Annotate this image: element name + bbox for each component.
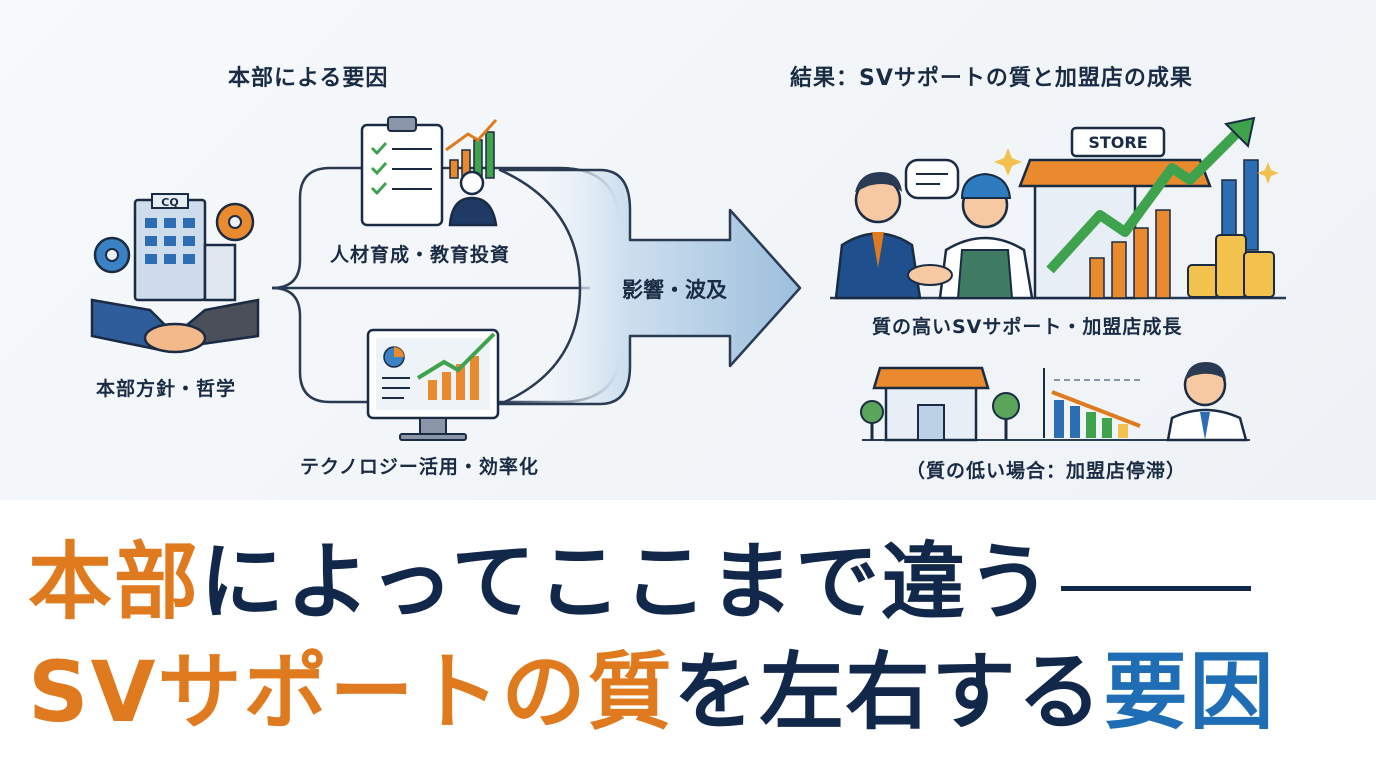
- training-label: 人材育成・教育投資: [330, 244, 511, 266]
- influence-arrow: [498, 168, 802, 406]
- headline-line-1-rest: によってここまで違う: [200, 533, 1054, 631]
- building-sign-text: CQ: [161, 196, 178, 209]
- growth-chart-icon: [1046, 116, 1259, 299]
- headline-line-1: 本部によってここまで違う: [28, 540, 1252, 624]
- high-quality-result-label: 質の高いSVサポート・加盟店成長: [872, 316, 1183, 338]
- handshake-hands-icon: [907, 264, 953, 286]
- store-sign-text: STORE: [1088, 133, 1147, 152]
- hq-building-icon: [133, 193, 237, 302]
- low-quality-result-label: （質の低い場合：加盟店停滞）: [906, 460, 1187, 482]
- clipboard-icon: [360, 116, 444, 227]
- bar-chart-icon: [445, 118, 498, 179]
- small-store-icon: [872, 366, 990, 442]
- headline-dash: [1061, 585, 1252, 591]
- monitor-icon: [366, 328, 500, 441]
- headline-accent-factors: 要因: [1103, 643, 1276, 741]
- speech-bubble-icon: [904, 158, 960, 200]
- headline-accent-sv: SVサポートの質: [28, 643, 674, 741]
- worried-person-icon: [1166, 362, 1248, 442]
- headline-line-2-mid: を左右する: [673, 643, 1104, 741]
- handshake-icon: [90, 298, 260, 354]
- decline-chart-icon: [1043, 368, 1141, 438]
- coins-icon: [1187, 234, 1275, 298]
- presenter-icon: [448, 170, 498, 227]
- supervisor-person-icon: [834, 172, 922, 300]
- hq-policy-label: 本部方針・哲学: [96, 378, 237, 400]
- gear-icon: [93, 236, 131, 274]
- gear-icon: [215, 202, 255, 242]
- store-icon: [1018, 126, 1212, 300]
- store-owner-person-icon: [938, 172, 1034, 300]
- left-heading: 本部による要因: [228, 66, 389, 91]
- flow-diagram: CQ: [90, 116, 1286, 442]
- sparkle-icon: [994, 148, 1279, 184]
- tree-icon: [860, 392, 1020, 440]
- right-heading: 結果：SVサポートの質と加盟店の成果: [790, 66, 1193, 91]
- influence-label: 影響・波及: [622, 278, 727, 302]
- technology-label: テクノロジー活用・効率化: [300, 456, 539, 478]
- headline-accent-hq: 本部: [28, 533, 201, 631]
- headline-line-2: SVサポートの質を左右する要因: [28, 650, 1276, 734]
